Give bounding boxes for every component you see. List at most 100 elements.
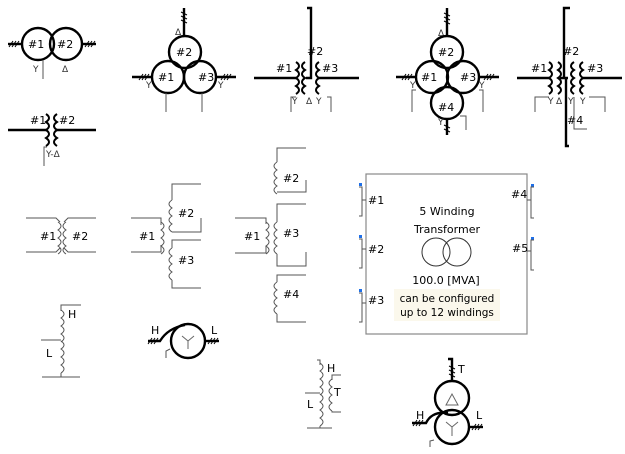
- wye-symbol: Y: [145, 81, 152, 91]
- wye-delta-symbol: Y-Δ: [45, 150, 61, 160]
- port-2[interactable]: #2: [359, 235, 384, 269]
- bus-hatch-icon: [180, 11, 188, 24]
- winding-label: #3: [587, 62, 603, 75]
- block-title: Transformer: [413, 223, 480, 236]
- block-title: 5 Winding: [419, 205, 474, 218]
- wye-symbol: Y: [217, 81, 224, 91]
- winding-label: #2: [563, 45, 579, 58]
- winding-label: #3: [368, 294, 384, 307]
- port-marker-icon: [531, 237, 534, 240]
- winding-label: #3: [283, 227, 299, 240]
- high-side-label: H: [327, 362, 335, 375]
- winding-label: #1: [368, 194, 384, 207]
- tertiary-label: T: [333, 386, 341, 399]
- autotransformer-coil[interactable]: H L: [41, 304, 81, 378]
- low-side-label: L: [211, 324, 218, 337]
- mva-rating: 100.0 [MVA]: [412, 274, 479, 287]
- delta-symbol: Δ: [438, 29, 445, 39]
- bus-hatch-icon: [443, 124, 451, 133]
- bus-hatch-icon: [471, 423, 483, 431]
- winding-label: #3: [322, 62, 338, 75]
- winding-label: #4: [438, 101, 454, 114]
- wye-symbol: Y: [567, 97, 574, 107]
- winding-label: #2: [283, 172, 299, 185]
- winding-2-circle: [167, 34, 203, 70]
- winding-label: #2: [57, 38, 73, 51]
- two-winding-circle-transformer[interactable]: #1 #2 Y Δ: [8, 26, 96, 79]
- winding-label: #4: [283, 288, 299, 301]
- note-text: can be configured: [400, 293, 495, 305]
- low-side-label: L: [307, 398, 314, 411]
- port-5[interactable]: #5: [512, 237, 534, 271]
- winding-label: #1: [276, 62, 292, 75]
- winding-label: #3: [178, 254, 194, 267]
- wye-symbol: Y: [437, 118, 444, 128]
- low-side-label: L: [476, 409, 483, 422]
- wye-symbol: Y: [478, 81, 485, 91]
- wye-symbol: Y: [32, 65, 39, 75]
- bus-hatch-icon: [220, 73, 232, 81]
- winding-label: #1: [30, 114, 46, 127]
- note-text: up to 12 windings: [400, 307, 494, 319]
- wye-symbol: Y: [291, 97, 298, 107]
- delta-icon: [445, 392, 459, 406]
- three-winding-coil-transformer[interactable]: #1 #2 #3 Y Δ Y: [254, 6, 359, 112]
- transformer-circle-icon: [442, 237, 472, 267]
- port-1[interactable]: #1: [359, 183, 384, 217]
- bus-hatch-icon: [448, 365, 456, 378]
- port-marker-icon: [359, 235, 362, 238]
- winding-label: #1: [421, 71, 437, 84]
- five-winding-transformer-block[interactable]: #1 #2 #3 #4 #5 5 Winding Transform: [359, 173, 534, 335]
- winding-label: #2: [72, 230, 88, 243]
- three-winding-single-phase-transformer[interactable]: #1 #2 #3: [131, 183, 202, 289]
- winding-label: #4: [567, 114, 583, 127]
- delta-symbol: Δ: [62, 65, 69, 75]
- winding-label: #1: [158, 71, 174, 84]
- transformer-circle-icon: [421, 237, 451, 267]
- two-winding-coil-transformer[interactable]: #1 #2 Y-Δ: [8, 113, 96, 166]
- low-side-label: L: [46, 347, 53, 360]
- bus-hatch-icon: [443, 12, 451, 25]
- winding-label: #2: [368, 243, 384, 256]
- wye-icon: [181, 335, 195, 349]
- four-winding-circle-transformer[interactable]: Δ #2 #1 #3 #4 Y Y Y: [396, 8, 499, 135]
- winding-label: #2: [178, 207, 194, 220]
- high-side-label: H: [68, 308, 76, 321]
- four-winding-single-phase-transformer[interactable]: #1 #2 #3 #4: [235, 147, 307, 323]
- winding-label: #2: [176, 46, 192, 59]
- three-winding-circle-transformer[interactable]: Δ #2 #1 #3 Y Y: [132, 8, 236, 112]
- two-winding-single-phase-transformer[interactable]: #1 #2: [26, 217, 96, 255]
- winding-label: #3: [198, 71, 214, 84]
- bus-hatch-icon: [138, 73, 150, 81]
- winding-label: #3: [460, 71, 476, 84]
- winding-label: #2: [438, 46, 454, 59]
- winding-label: #1: [531, 62, 547, 75]
- autotransformer-circle[interactable]: H L: [147, 322, 219, 360]
- winding-label: #1: [40, 230, 56, 243]
- port-marker-icon: [359, 183, 362, 186]
- four-winding-coil-transformer[interactable]: #1 #2 #3 #4 Y Δ Y Y: [517, 6, 622, 148]
- delta-symbol: Δ: [556, 97, 563, 107]
- port-marker-icon: [531, 184, 534, 187]
- port-3[interactable]: #3: [359, 289, 384, 323]
- winding-2-circle: [429, 34, 465, 70]
- winding-label: #1: [139, 230, 155, 243]
- autotransformer-tertiary-coil[interactable]: H L T: [305, 359, 341, 429]
- wye-symbol: Y: [315, 97, 322, 107]
- delta-symbol: Δ: [175, 28, 182, 38]
- port-4[interactable]: #4: [511, 184, 534, 219]
- bus-hatch-icon: [147, 337, 159, 345]
- bus-hatch-icon: [401, 73, 413, 81]
- winding-label: #4: [511, 188, 527, 201]
- winding-1-circle: [20, 26, 56, 62]
- bus-hatch-icon: [84, 40, 96, 48]
- winding-label: #5: [512, 242, 528, 255]
- wye-icon: [445, 421, 459, 436]
- tertiary-label: T: [457, 363, 465, 376]
- bus-hatch-icon: [412, 419, 424, 427]
- high-side-label: H: [151, 324, 159, 337]
- note-box: [394, 289, 500, 321]
- bus-hatch-icon: [483, 73, 495, 81]
- autotransformer-tertiary-circle[interactable]: T H L: [412, 357, 483, 447]
